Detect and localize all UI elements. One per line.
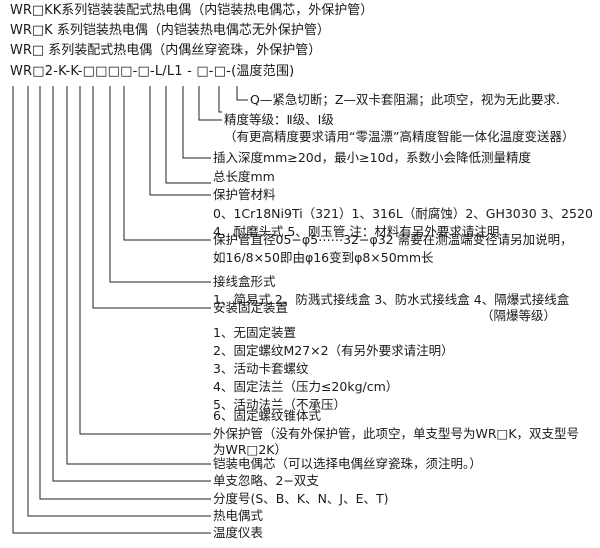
desc-single-double: 单支忽略、2−双支	[213, 473, 319, 488]
desc-outer-tube: 外保护管（没有外保护管，此项空，单支型号为WR□K，双支型号	[213, 426, 580, 441]
leader-mounting	[92, 86, 211, 309]
desc-explosion-grade: （隔爆等级）	[481, 308, 557, 323]
leader-single-double	[52, 86, 211, 482]
leader-junction-box	[109, 86, 211, 283]
desc-armored-core: 铠装电偶芯（可以选择电偶丝穿瓷珠，须注明。）	[213, 456, 482, 471]
desc-total-length: 总长度mm	[213, 169, 275, 184]
desc-temp-instrument: 温度仪表	[213, 525, 264, 540]
leader-q-z-option	[218, 86, 222, 113]
desc-junction-box: 接线盒形式	[213, 274, 276, 289]
desc-insertion-depth: 插入深度mm≥20d，最小≥10d，系数小会降低测量精度	[213, 150, 531, 165]
desc-mount-option-5: 5、活动法兰（不承压）	[213, 397, 346, 412]
desc-tube-diameter: 保护管直径05−φ5⋯⋯32−φ32 需要在测温端变径请另加说明，	[213, 232, 573, 247]
desc-mount-option-6: 6、固定螺纹锥体式	[213, 408, 321, 423]
leader-graduation	[39, 86, 211, 500]
header-wrk-series: WR□K 系列铠装热电偶（内铠装热电偶芯无外保护管）	[10, 23, 330, 38]
leader-tube-material	[149, 86, 211, 196]
leader-tube-diameter	[123, 86, 211, 241]
desc-material-options-2: 4、耐磨头式 5、刚玉管 注：材料有另外要求请注明	[213, 224, 500, 239]
desc-material-options-1: 0、1Cr18Ni9Ti（321）1、316L（耐腐蚀）2、GH3030 3、2…	[213, 206, 593, 221]
leader-thermocouple	[27, 86, 211, 517]
desc-mount-option-2: 2、固定螺纹M27×2（有另外要求请注明）	[213, 343, 454, 358]
desc-junction-box-options: 1、简易式 2、防溅式接线盒 3、防水式接线盒 4、隔爆式接线盒	[213, 292, 570, 307]
leader-total-length	[165, 86, 211, 184]
desc-thermocouple: 热电偶式	[213, 508, 264, 523]
desc-diameter-example: 如16/8×50即由φ16变到φ8×50mm长	[213, 250, 434, 265]
leader-insertion-depth	[182, 86, 211, 159]
desc-mount-option-4: 4、固定法兰（压力≤20kg/cm）	[213, 379, 399, 394]
desc-q-z-option: Q—紧急切断；Z—双卡套阻漏；此项空，视为无此要求.	[250, 92, 560, 107]
desc-outer-tube-cont: 为WR□2K）	[213, 442, 288, 457]
desc-mount-option-1: 1、无固定装置	[213, 325, 296, 340]
leader-temperature-range	[236, 86, 248, 101]
leader-armored-core	[66, 86, 211, 465]
model-code: WR□2-K-K-□□□□-□-L/L1 - □-□-(温度范围)	[10, 64, 295, 79]
leader-accuracy	[198, 86, 222, 121]
desc-accuracy-note: （有更高精度要求请用“零温漂”高精度智能一体化温度变送器）	[224, 129, 575, 144]
header-wrkk-series: WR□KK系列铠装装配式热电偶（内铠装热电偶芯，外保护管）	[10, 3, 374, 18]
desc-graduation: 分度号(S、B、K、N、J、E、T)	[213, 491, 389, 506]
desc-mounting: 安装固定装置	[213, 300, 289, 315]
header-wr-series: WR□ 系列装配式热电偶（内偶丝穿瓷珠，外保护管）	[10, 43, 322, 58]
desc-tube-material: 保护管材料	[213, 187, 276, 202]
desc-accuracy: 精度等级：Ⅱ级、Ⅰ级	[224, 112, 334, 127]
leader-temp-instrument	[12, 86, 211, 534]
desc-mount-option-3: 3、活动卡套螺纹	[213, 361, 309, 376]
leader-outer-tube	[79, 86, 211, 435]
